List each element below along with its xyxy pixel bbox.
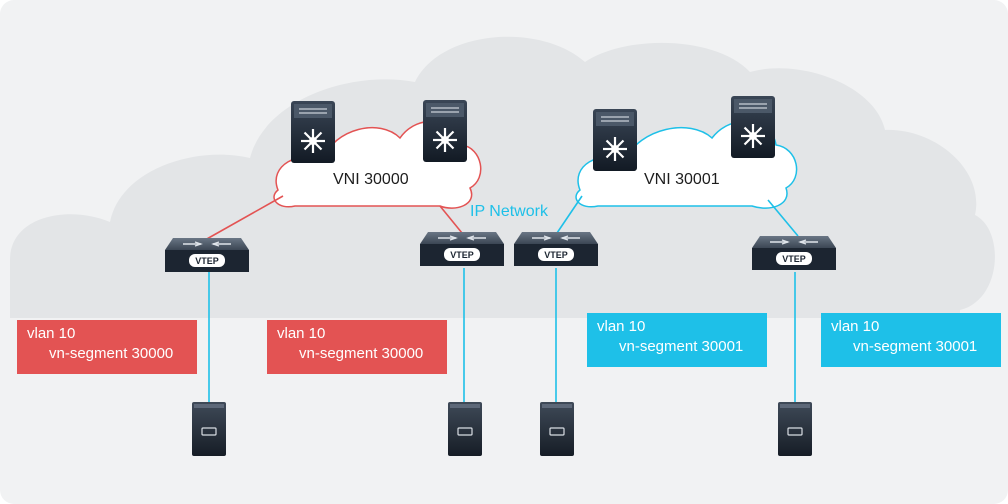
vlan-segment-box-2: vlan 10 vn-segment 30000 [267,320,447,374]
vlan-segment-box-4: vlan 10 vn-segment 30001 [821,313,1001,367]
link-vni30001-leaf4 [767,199,799,237]
link-vni30000-leaf1 [204,195,284,241]
server-icon [192,402,226,456]
vni-30000-label: VNI 30000 [333,171,409,188]
vlan-label: vlan 10 [831,318,880,335]
link-vni30000-leaf2 [439,205,463,234]
vn-segment-label: vn-segment 30001 [619,338,744,355]
vn-segment-label: vn-segment 30000 [299,345,424,362]
vtep-label: VTEP [544,250,568,260]
vlan-label: vlan 10 [27,325,76,342]
spine-switch-icon [291,101,335,163]
vn-segment-label: vn-segment 30001 [853,338,978,355]
spine-switches [291,96,775,171]
vtep-switch-icon: VTEP [752,236,836,270]
vlan-segment-box-3: vlan 10 vn-segment 30001 [587,313,767,367]
spine-switch-icon [731,96,775,158]
vtep-switch-icon: VTEP [514,232,598,266]
server-icon [448,402,482,456]
vtep-label: VTEP [782,254,806,264]
vlan-label: vlan 10 [277,325,326,342]
vtep-label: VTEP [450,250,474,260]
red-links [204,195,463,241]
servers [192,402,812,456]
vtep-switch-icon: VTEP [165,238,249,272]
ip-network-label: IP Network [470,203,548,220]
vlan-label: vlan 10 [597,318,646,335]
leaf-switches: VTEP VTEP VTEP VTEP [165,232,836,272]
vtep-label: VTEP [195,256,219,266]
vn-segment-label: vn-segment 30000 [49,345,174,362]
ip-network-cloud [10,36,995,318]
vlan-segment-box-1: vlan 10 vn-segment 30000 [17,320,197,374]
server-icon [540,402,574,456]
link-vni30001-leaf3 [556,195,583,234]
blue-links [208,195,799,404]
server-icon [778,402,812,456]
spine-switch-icon [593,109,637,171]
vni-30001-label: VNI 30001 [644,171,720,188]
spine-switch-icon [423,100,467,162]
vtep-switch-icon: VTEP [420,232,504,266]
